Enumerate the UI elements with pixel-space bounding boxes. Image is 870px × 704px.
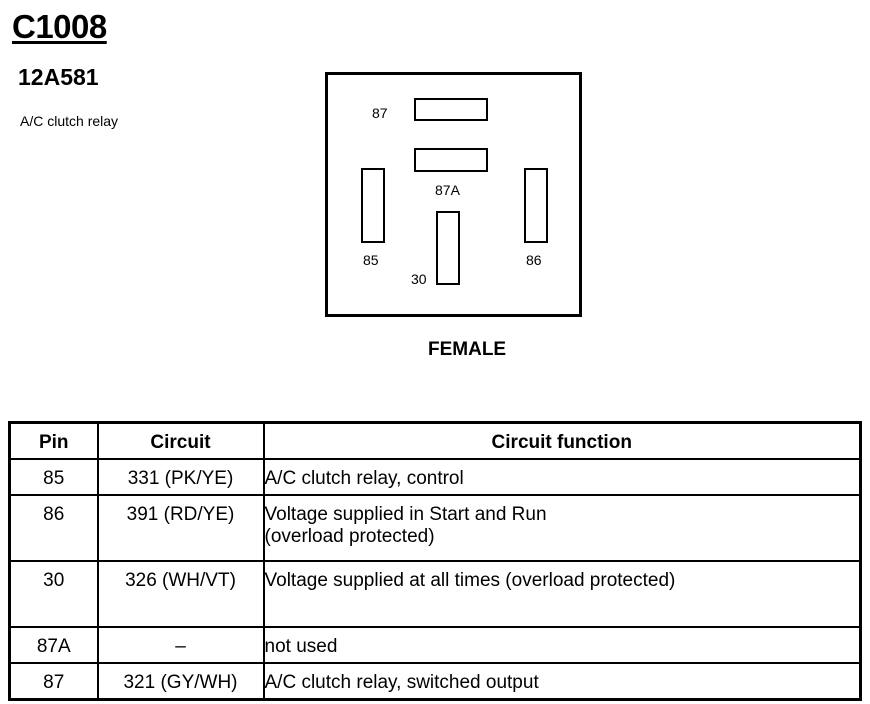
terminal-87a (414, 148, 488, 172)
pin-label-85: 85 (363, 252, 379, 268)
connector-face: 87 87A 85 86 30 (325, 72, 582, 317)
cell-pin: 87A (8, 626, 99, 664)
terminal-87 (414, 98, 488, 121)
cell-function: A/C clutch relay, control (262, 458, 862, 496)
cell-function: A/C clutch relay, switched output (262, 662, 862, 701)
cell-circuit: 331 (PK/YE) (96, 458, 265, 496)
cell-circuit: – (96, 626, 265, 664)
connector-description: A/C clutch relay (20, 113, 119, 129)
table-row: 86 391 (RD/YE) Voltage supplied in Start… (8, 494, 862, 562)
pin-label-30: 30 (411, 271, 427, 287)
table-row: 30 326 (WH/VT) Voltage supplied at all t… (8, 560, 862, 628)
table-row: 87A – not used (8, 626, 862, 664)
header-pin: Pin (8, 421, 99, 460)
table-row: 85 331 (PK/YE) A/C clutch relay, control (8, 458, 862, 496)
pin-label-87: 87 (372, 105, 388, 121)
terminal-85 (361, 168, 385, 243)
connector-gender: FEMALE (428, 339, 507, 360)
header-circuit-function: Circuit function (262, 421, 862, 460)
pinout-table: Pin Circuit Circuit function 85 331 (PK/… (8, 421, 862, 701)
cell-pin: 86 (8, 494, 99, 562)
cell-circuit: 326 (WH/VT) (96, 560, 265, 628)
cell-circuit: 321 (GY/WH) (96, 662, 265, 701)
cell-pin: 30 (8, 560, 99, 628)
cell-function: Voltage supplied at all times (overload … (262, 560, 862, 628)
header-circuit: Circuit (96, 421, 265, 460)
terminal-86 (524, 168, 548, 243)
table-row: 87 321 (GY/WH) A/C clutch relay, switche… (8, 662, 862, 701)
cell-pin: 85 (8, 458, 99, 496)
pin-label-86: 86 (526, 252, 542, 268)
pin-label-87a: 87A (435, 182, 460, 198)
cell-function: Voltage supplied in Start and Run(overlo… (262, 494, 862, 562)
table-header-row: Pin Circuit Circuit function (8, 421, 862, 460)
connector-id: C1008 (12, 8, 107, 45)
cell-pin: 87 (8, 662, 99, 701)
terminal-30 (436, 211, 460, 285)
cell-circuit: 391 (RD/YE) (96, 494, 265, 562)
cell-function: not used (262, 626, 862, 664)
part-number: 12A581 (18, 64, 99, 90)
